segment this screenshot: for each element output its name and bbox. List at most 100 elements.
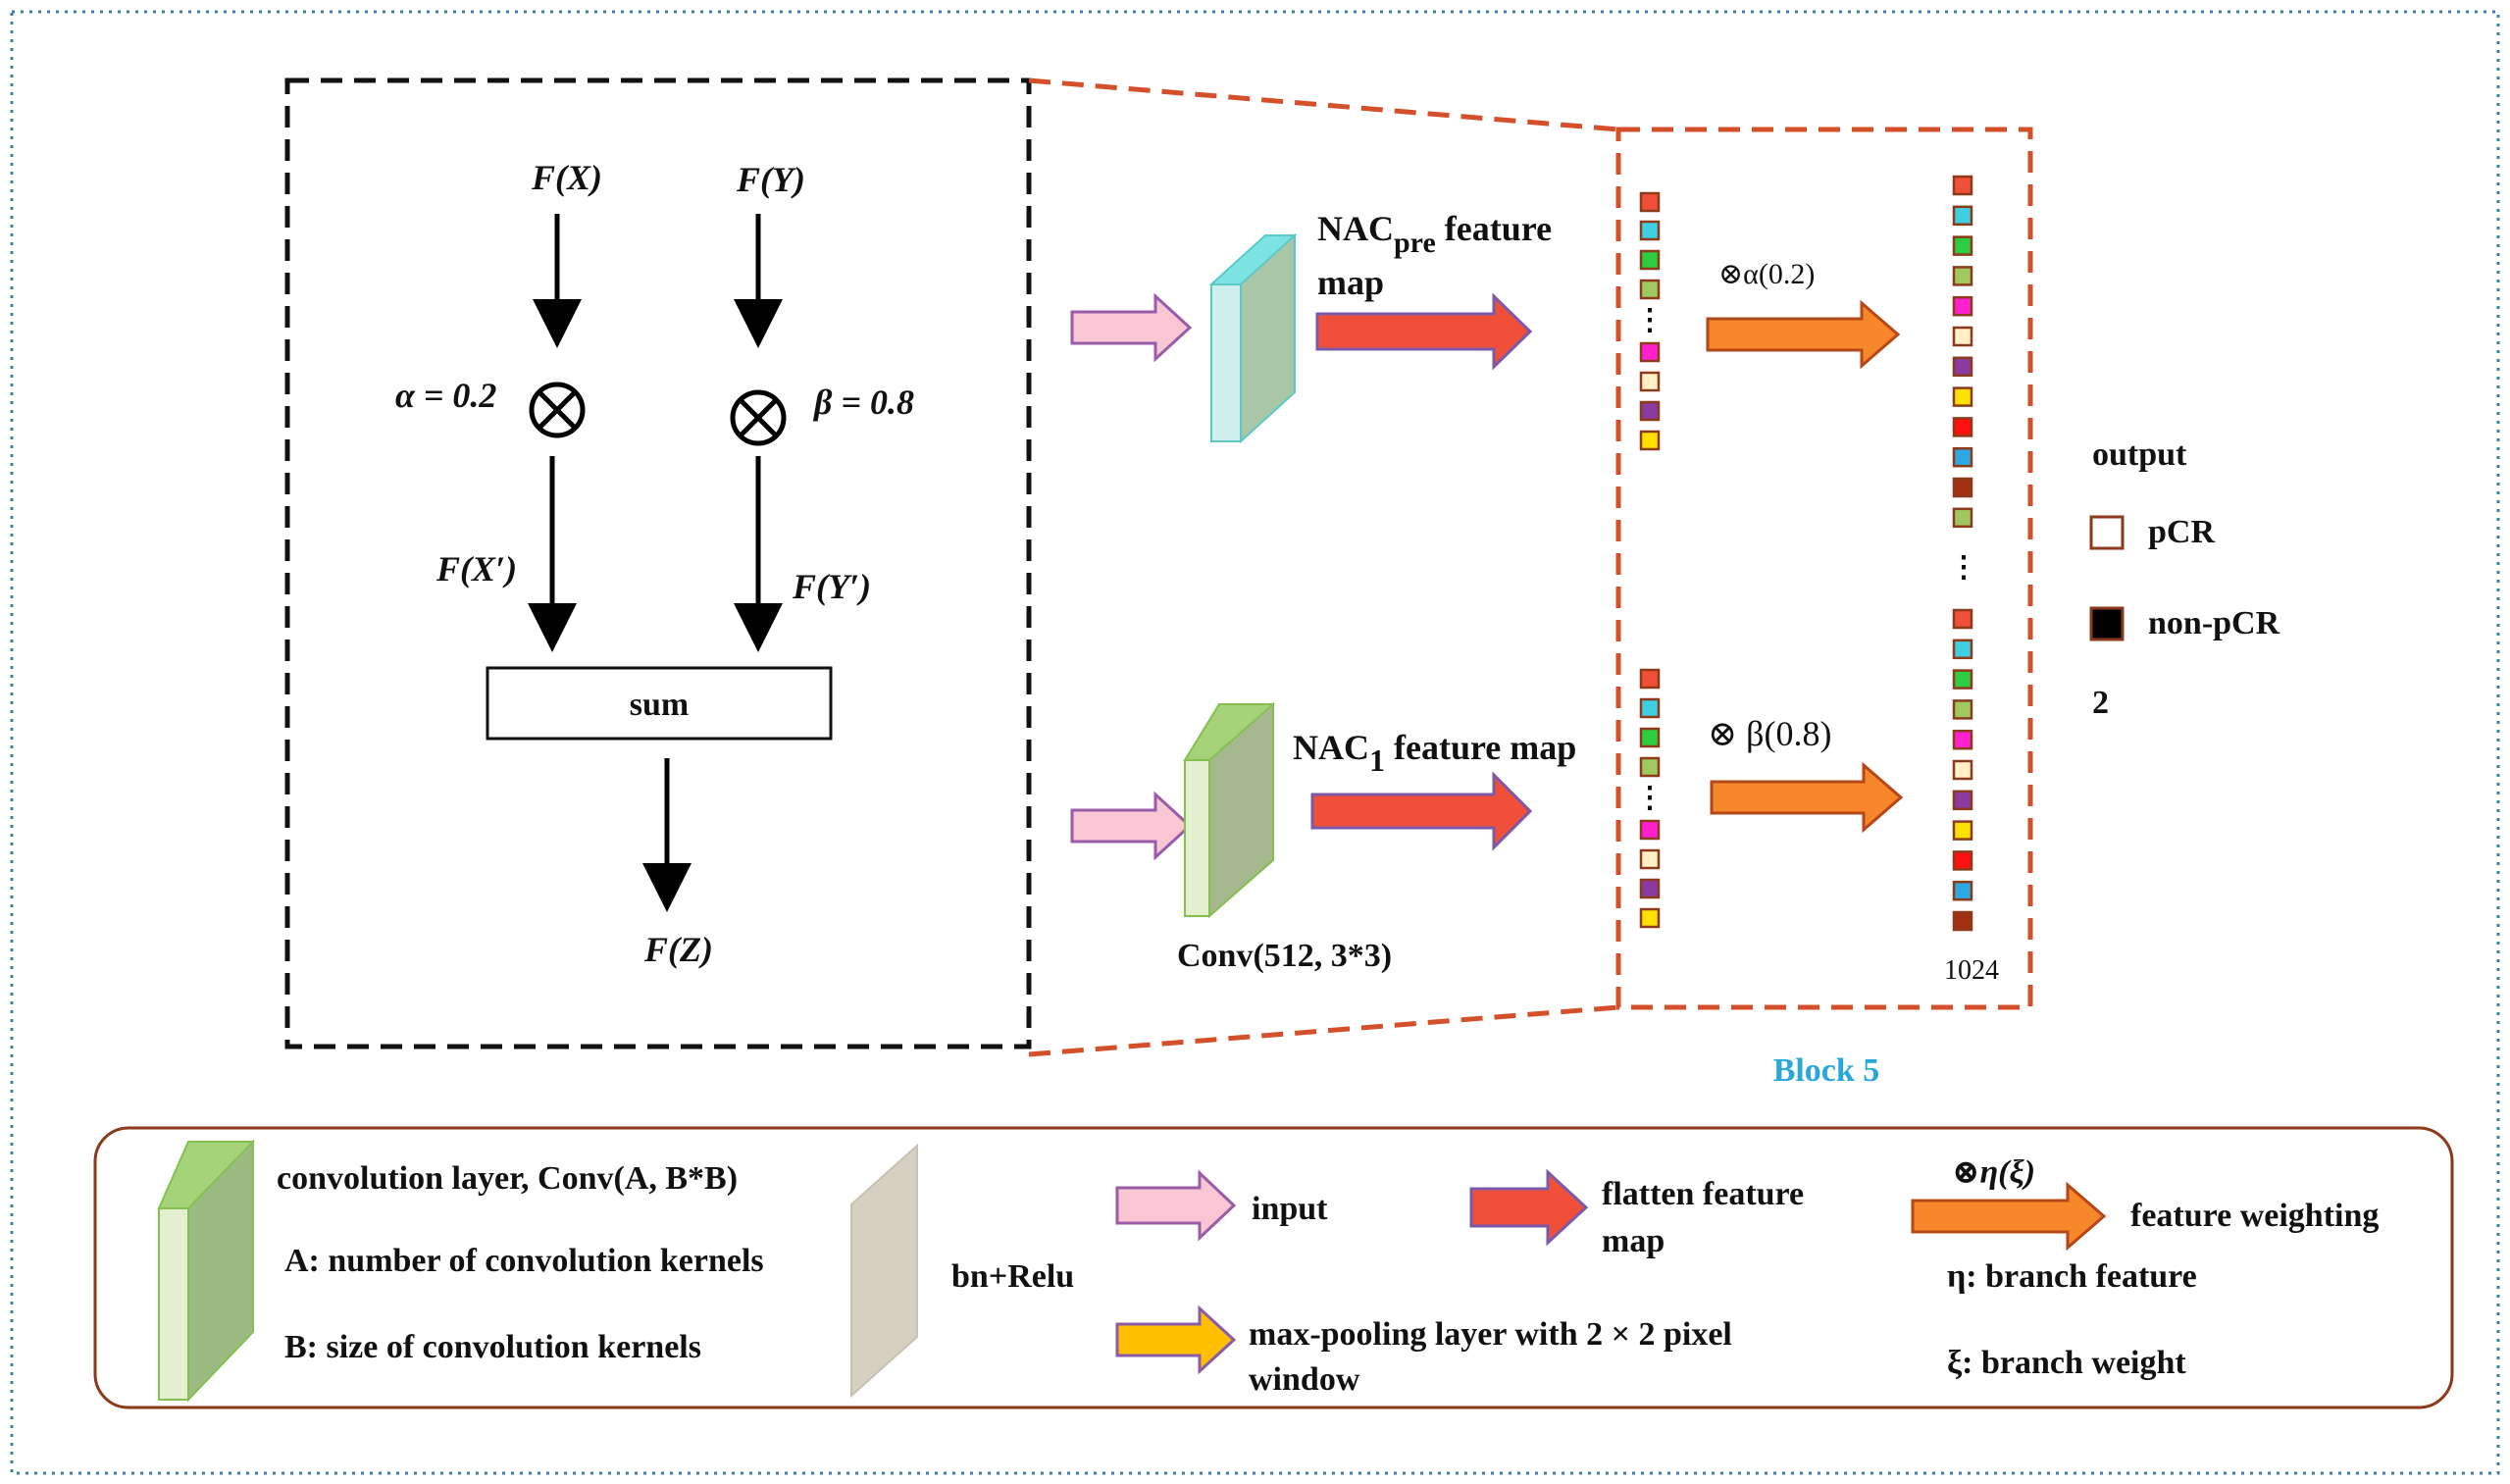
legend-bn-label: bn+Relu xyxy=(951,1258,1074,1295)
alpha-weighting-arrow xyxy=(1706,299,1901,370)
nac1-input-arrow xyxy=(1070,791,1193,861)
nac1-flatten-arrow xyxy=(1310,771,1533,851)
block-5-title: Block 5 xyxy=(1773,1052,1880,1089)
nac1-feature-cell xyxy=(1639,668,1661,690)
concat-top-cell xyxy=(1952,175,1973,196)
pre-feature-cell xyxy=(1639,249,1661,271)
pre-feature-cell xyxy=(1639,279,1661,300)
legend-flatten-arrow xyxy=(1469,1168,1589,1247)
non-pcr-label: non-pCR xyxy=(2148,605,2280,641)
conv-label: Conv(512, 3*3) xyxy=(1177,938,1392,974)
weight-alpha-label: ⊗α(0.2) xyxy=(1718,258,1815,290)
concat-top-cell xyxy=(1952,417,1973,437)
concat-top-cell xyxy=(1952,266,1973,286)
concat-bottom-cell xyxy=(1952,910,1973,932)
pre-feature-cell xyxy=(1639,191,1661,213)
legend-conv-b: B: size of convolution kernels xyxy=(284,1329,701,1365)
sum-label: sum xyxy=(630,687,689,723)
pre-feature-cell xyxy=(1639,341,1661,363)
nac1-feature-cell xyxy=(1639,819,1661,841)
outer-frame xyxy=(10,10,2500,1475)
nac1-feature-cell xyxy=(1639,848,1661,870)
concat-top-cell xyxy=(1952,295,1973,317)
weight-beta-label: ⊗ β(0.8) xyxy=(1708,714,1831,753)
nac-pre-conv-layer xyxy=(1208,232,1298,444)
concat-bottom-cell xyxy=(1952,639,1973,660)
legend-eta: η: branch feature xyxy=(1947,1258,2197,1295)
nac-pre-label: NACpre feature xyxy=(1317,209,1552,259)
fx-label: F(X) xyxy=(531,158,602,197)
fy-label: F(Y) xyxy=(736,160,805,199)
nac1-base: NAC xyxy=(1293,728,1369,767)
nac1-suffix: feature map xyxy=(1385,728,1576,767)
pcr-swatch xyxy=(2089,515,2125,550)
legend-pool-line1: max-pooling layer with 2 × 2 pixel xyxy=(1249,1316,1732,1353)
nac-pre-sub: pre xyxy=(1394,227,1436,259)
beta-label: β = 0.8 xyxy=(812,383,914,422)
concat-bottom-cell xyxy=(1952,790,1973,811)
legend-xi: ξ: branch weight xyxy=(1947,1345,2186,1381)
sum-box xyxy=(486,666,833,741)
legend-conv-title: convolution layer, Conv(A, B*B) xyxy=(277,1160,738,1197)
alpha-label: α = 0.2 xyxy=(395,376,496,415)
alpha-otimes-icon xyxy=(529,382,586,438)
nac-pre-suffix: feature xyxy=(1436,209,1552,248)
beta-otimes-icon xyxy=(730,389,787,446)
nac1-feature-cell xyxy=(1639,756,1661,778)
legend-input-arrow xyxy=(1115,1169,1237,1242)
concat-top-cell xyxy=(1952,326,1973,347)
legend-weighting-arrow xyxy=(1911,1181,2107,1252)
legend-pool-arrow xyxy=(1115,1305,1237,1375)
concat-bottom-cell xyxy=(1952,880,1973,901)
zoom-line-bottom xyxy=(1028,1004,1619,1057)
legend-conv-a: A: number of convolution kernels xyxy=(284,1243,764,1279)
concat-top-cell xyxy=(1952,507,1973,529)
pre-feature-cell xyxy=(1639,220,1661,241)
block-5-border xyxy=(1615,127,2033,1010)
pre-feature-cell xyxy=(1639,400,1661,422)
fy-prime-label: F(Y′) xyxy=(792,567,871,606)
legend-bn-icon xyxy=(850,1143,918,1399)
non-pcr-swatch xyxy=(2089,606,2125,641)
fx-prime-label: F(X′) xyxy=(435,549,517,588)
concatenated-feature-column xyxy=(1952,175,1973,932)
nac-pre-base: NAC xyxy=(1317,209,1394,248)
fz-label: F(Z) xyxy=(643,930,713,969)
nac1-label: NAC1 feature map xyxy=(1293,728,1576,778)
pcr-label: pCR xyxy=(2148,514,2215,550)
nac1-conv-layer xyxy=(1183,701,1275,919)
output-panel: output pCR non-pCR 2 xyxy=(2089,436,2280,721)
fusion-panel: F(X) F(Y) α = 0.2 β = 0.8 F(X′) F(Y′) su… xyxy=(284,77,1032,1049)
concat-top-cell xyxy=(1952,386,1973,407)
concat-top-cell xyxy=(1952,205,1973,227)
zoom-line-top xyxy=(1028,77,1619,132)
pre-feature-cell xyxy=(1639,430,1661,451)
concat-bottom-cell xyxy=(1952,820,1973,841)
pre-input-arrow xyxy=(1070,292,1193,363)
fusion-panel-border xyxy=(284,77,1032,1049)
legend-border xyxy=(93,1126,2454,1409)
pre-column-dots: ⋮ xyxy=(1635,304,1665,336)
concat-bottom-cell xyxy=(1952,729,1973,750)
nac1-feature-cell xyxy=(1639,697,1661,719)
nac1-column-dots: ⋮ xyxy=(1635,782,1665,814)
nac-pre-line2: map xyxy=(1317,263,1384,302)
concat-top-cell xyxy=(1952,446,1973,468)
beta-weighting-arrow xyxy=(1710,761,1904,834)
legend-conv-icon xyxy=(157,1139,255,1403)
concat-bottom-cell xyxy=(1952,759,1973,781)
block-5: NACpre feature map NAC1 feature map Conv… xyxy=(1070,127,2033,1010)
nac1-feature-cell xyxy=(1639,727,1661,748)
concat-bottom-cell xyxy=(1952,608,1973,630)
output-count: 2 xyxy=(2092,685,2109,721)
nac1-feature-column xyxy=(1639,668,1661,929)
legend-pool-line2: window xyxy=(1249,1361,1360,1398)
legend-weighting-symbol: ⊗η(ξ) xyxy=(1952,1154,2035,1191)
pre-feature-cell xyxy=(1639,371,1661,392)
vector-length-label: 1024 xyxy=(1944,955,1999,986)
legend-weighting-label: feature weighting xyxy=(2130,1198,2379,1234)
concat-column-dots: ⋮ xyxy=(1949,551,1978,584)
legend: convolution layer, Conv(A, B*B) A: numbe… xyxy=(93,1126,2454,1409)
pre-feature-column xyxy=(1639,191,1661,451)
